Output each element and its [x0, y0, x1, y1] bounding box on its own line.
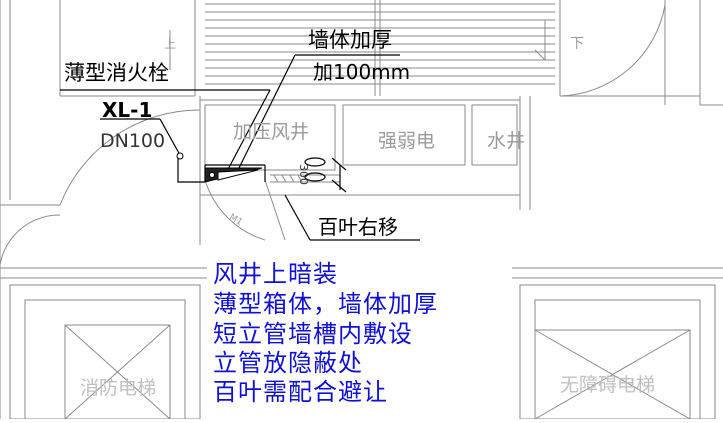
hydrant-dn-label: DN100 — [100, 130, 165, 152]
left-lower-door-swing — [0, 214, 61, 285]
note-line-1: 风井上暗装 — [213, 260, 338, 288]
note-line-2: 薄型箱体，墙体加厚 — [213, 290, 438, 318]
dim-300-label: 300 — [297, 164, 310, 185]
hydrant-id-label: XL-1 — [102, 98, 152, 122]
louver-leader — [284, 194, 311, 241]
stair-down-label: 下 — [570, 36, 584, 52]
pipe-stub — [177, 158, 205, 183]
note-line-4: 立管放隐蔽处 — [213, 349, 363, 377]
accessible-elevator-shaft — [519, 284, 716, 420]
louver-shift-label: 百叶右移 — [318, 215, 398, 239]
pressurized-shaft-label: 加压风井 — [233, 121, 309, 143]
wall-thicken-label: 墙体加厚 — [308, 28, 392, 52]
electric-shaft-label: 强弱电 — [378, 130, 435, 152]
louver-hatch — [270, 174, 340, 183]
note-line-3: 短立管墙槽内敷设 — [213, 320, 413, 348]
electric-shaft-room — [342, 104, 466, 166]
thin-hydrant-symbol — [176, 152, 263, 183]
water-shaft-label: 水井 — [487, 130, 525, 152]
wall-thicken-amount-label: 加100mm — [313, 60, 410, 84]
stair-up-label: 上 — [164, 37, 176, 51]
thin-hydrant-label: 薄型消火栓 — [64, 61, 169, 85]
door-tag-label: M1 — [227, 212, 244, 227]
note-line-5: 百叶需配合避让 — [213, 378, 388, 406]
design-note-box — [207, 250, 512, 412]
shaft-door-swing — [204, 179, 266, 241]
water-shaft-room — [471, 104, 518, 166]
left-door-swing — [59, 109, 201, 206]
wall-leader — [237, 54, 296, 171]
accessible-elevator-label: 无障碍电梯 — [560, 374, 655, 396]
fire-elevator-label: 消防电梯 — [80, 377, 156, 399]
right-door-swing — [559, 4, 666, 97]
stair-treads — [194, 0, 561, 96]
